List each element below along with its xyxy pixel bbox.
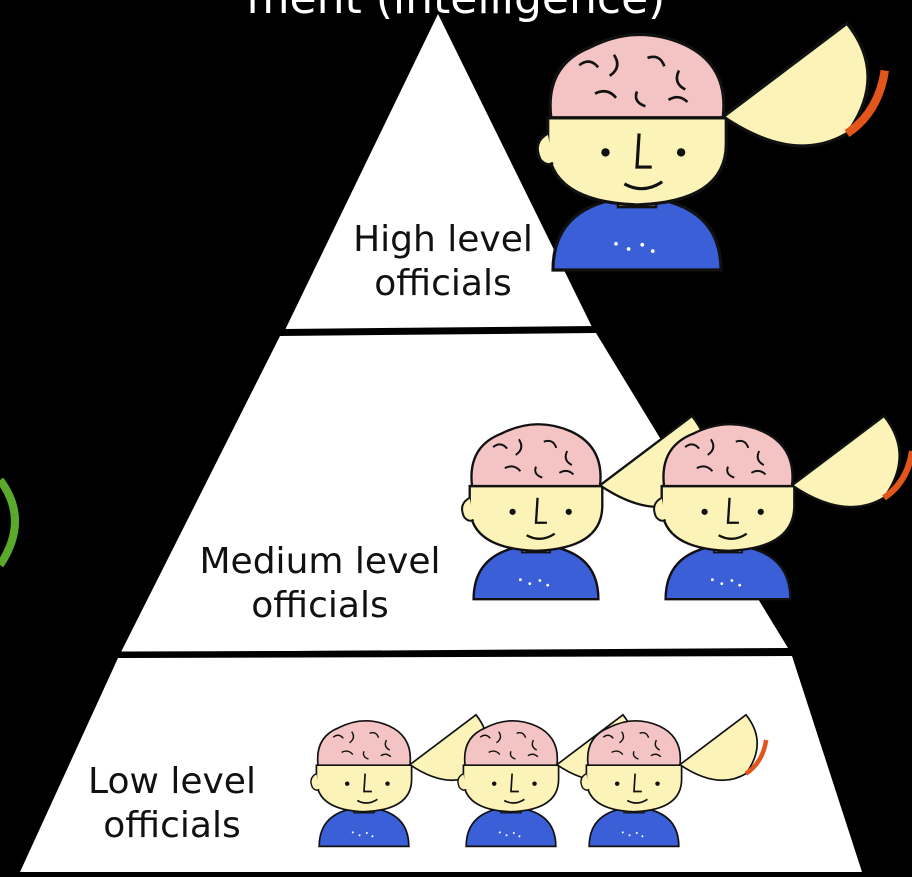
tier-label-high: High level officials (328, 218, 558, 306)
pyramid-tier-top (285, 14, 592, 330)
tier-label-line2: officials (251, 585, 389, 626)
tier-label-medium: Medium level officials (170, 540, 470, 628)
open-head-brain-icon (537, 23, 884, 270)
title-fragment: ment (intelligence) (0, 0, 912, 24)
tier-label-low: Low level officials (62, 760, 282, 848)
open-head-brain-icon (654, 416, 912, 599)
pyramid-tier-middle (121, 333, 788, 652)
tier-label-line1: Medium level (199, 541, 441, 582)
tier-label-line2: officials (374, 263, 512, 304)
tier-label-line2: officials (103, 805, 241, 846)
tier-label-line1: Low level (88, 761, 256, 802)
tier-label-line1: High level (353, 219, 533, 260)
partial-circle-shape (0, 477, 19, 568)
